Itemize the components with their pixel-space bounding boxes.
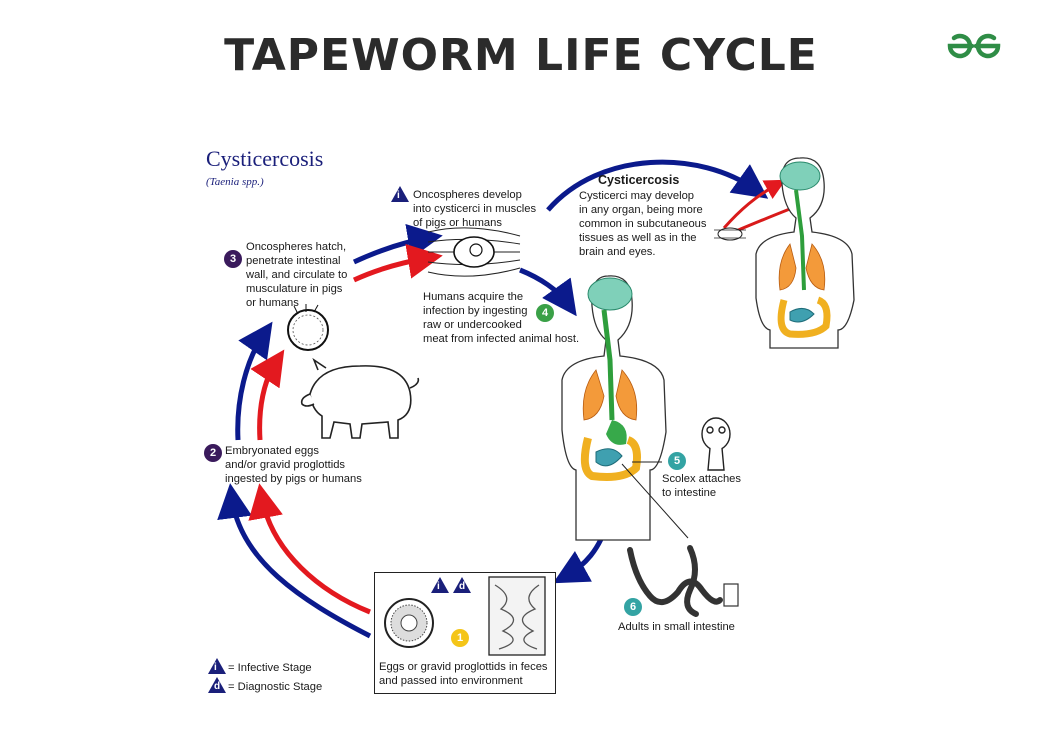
legend-diagnostic-label: = Diagnostic Stage xyxy=(228,681,323,693)
infective-badge-letter: i xyxy=(437,581,440,592)
oncosphere-illustration xyxy=(287,304,329,351)
human-body-main xyxy=(561,275,667,541)
scolex-illustration xyxy=(701,417,731,471)
adult-pointer-line xyxy=(621,463,689,539)
step-1-text: Eggs or gravid proglottids in feces and … xyxy=(379,661,548,687)
step-2-number: 2 xyxy=(204,444,222,462)
step-4-number: 4 xyxy=(536,304,554,322)
arrow-red-egg-to-ingest xyxy=(248,483,371,615)
step-5-number: 5 xyxy=(668,452,686,470)
step-6-text: Adults in small intestine xyxy=(618,621,735,633)
legend-infective-label: = Infective Stage xyxy=(228,662,312,674)
cysticercosis-box-title: Cysticercosis xyxy=(598,173,680,187)
brand-logo-icon xyxy=(947,33,1001,59)
diagnostic-badge-letter: d xyxy=(459,581,466,592)
step-2-text: Embryonated eggs and/or gravid proglotti… xyxy=(225,445,362,485)
human-body-cysticercosis xyxy=(755,157,855,349)
diagnostic-stage-icon xyxy=(453,577,471,593)
subcutaneous-cyst-illustration xyxy=(714,227,746,241)
adult-worms-illustration xyxy=(627,545,723,617)
arrow-blue-to-cysticercosis xyxy=(546,159,769,212)
diagram-heading: Cysticercosis xyxy=(206,146,324,171)
egg-proglottid-illustration xyxy=(384,576,546,656)
pig-illustration xyxy=(300,357,420,439)
step-4-text: Humans acquire the infection by ingestin… xyxy=(423,291,580,345)
arrow-blue-ingest-to-hatch xyxy=(235,321,273,441)
step-5-text: Scolex attaches to intestine xyxy=(662,473,741,499)
legend-diagnostic-letter: d xyxy=(214,681,221,692)
page-title: TAPEWORM LIFE CYCLE xyxy=(224,30,818,81)
step-1-number: 1 xyxy=(451,629,469,647)
infective-badge-letter-muscle: i xyxy=(397,190,400,201)
oncospheres-develop-text: Oncospheres develop into cysticerci in m… xyxy=(413,189,537,229)
arrow-red-to-brain xyxy=(722,179,786,229)
arrow-blue-hatch-to-muscle xyxy=(352,224,443,265)
step-3-text: Oncospheres hatch, penetrate intestinal … xyxy=(246,241,348,309)
step-6-number: 6 xyxy=(624,598,642,616)
arrow-blue-muscle-to-human xyxy=(519,267,577,317)
cysticercosis-box-text: Cysticerci may develop in any organ, bei… xyxy=(579,190,707,258)
legend-diagnostic-icon xyxy=(208,677,226,693)
infective-stage-icon xyxy=(431,577,449,593)
arrow-blue-egg-to-ingest xyxy=(217,483,372,639)
diagram-subheading: (Taenia spp.) xyxy=(206,176,264,188)
infective-stage-icon-muscle xyxy=(391,186,409,202)
arrow-red-hatch-to-muscle xyxy=(352,244,443,283)
muscle-cysticercus-illustration xyxy=(427,227,521,277)
legend-infective-letter: i xyxy=(214,662,217,673)
proglottid-segment xyxy=(723,583,739,607)
legend-infective-icon xyxy=(208,658,226,674)
arrow-red-ingest-to-hatch xyxy=(250,349,285,441)
step-3-number: 3 xyxy=(224,250,242,268)
